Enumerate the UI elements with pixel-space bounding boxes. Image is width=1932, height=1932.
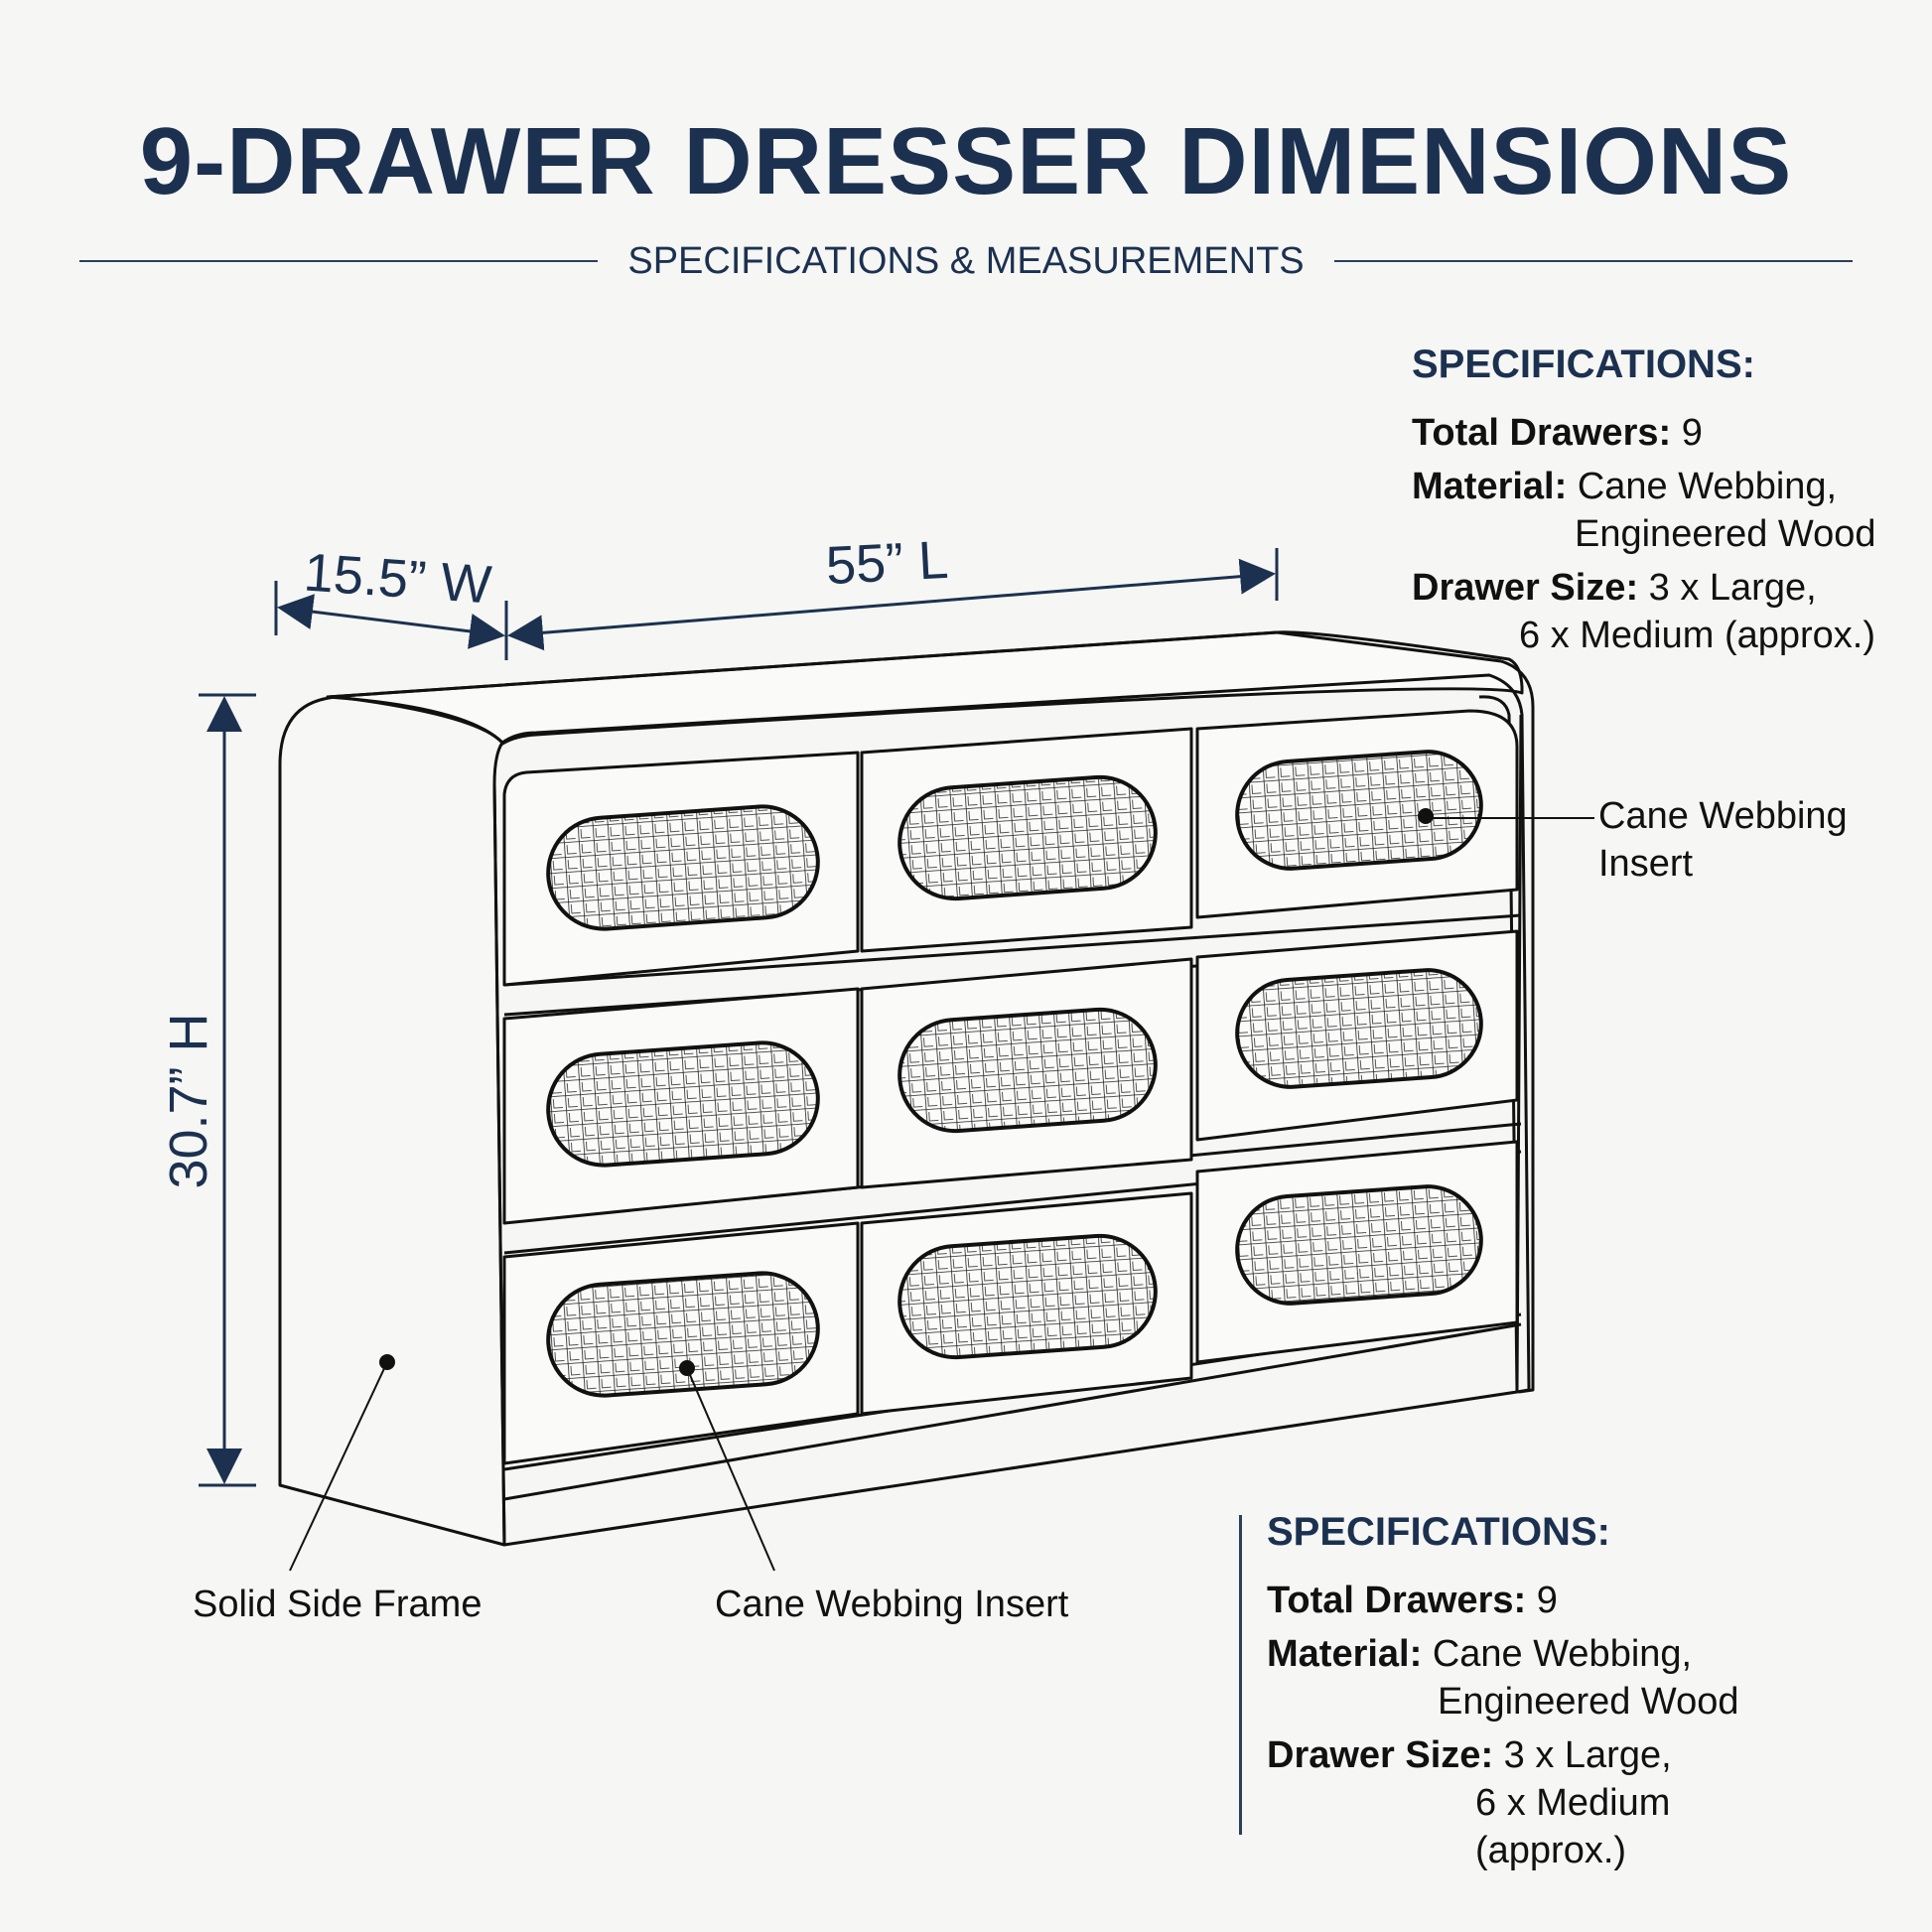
specs-top-drawers-key: Total Drawers: xyxy=(1412,412,1672,454)
specs-bottom-heading: SPECIFICATIONS: xyxy=(1267,1510,1610,1554)
specs-bottom-size-value: 3 x Large, xyxy=(1503,1734,1672,1776)
height-dimension-label: 30.7” H xyxy=(159,1013,218,1189)
cane-insert-1 xyxy=(546,804,820,931)
page-title: 9-DRAWER DRESSER DIMENSIONS xyxy=(139,108,1793,214)
specs-bottom-size-value-2: 6 x Medium (approx.) xyxy=(1475,1782,1671,1871)
specifications-bottom: SPECIFICATIONS: Total Drawers: 9 Materia… xyxy=(1267,1507,1823,1880)
dresser-front-frame xyxy=(492,714,1523,1547)
specs-bottom-drawers-key: Total Drawers: xyxy=(1267,1580,1527,1621)
specs-bottom-drawers: Total Drawers: 9 xyxy=(1267,1577,1823,1624)
cane-insert-7 xyxy=(546,1271,820,1398)
specs-bottom-material-value: Cane Webbing, xyxy=(1432,1633,1693,1675)
length-dimension-line xyxy=(507,558,1276,651)
specs-top-size: Drawer Size: 3 x Large, 6 x Medium (appr… xyxy=(1412,564,1908,659)
cane-bottom-dot xyxy=(679,1360,695,1376)
specs-top-heading: SPECIFICATIONS: xyxy=(1412,343,1755,386)
width-dimension-label: 15.5” W xyxy=(302,542,493,616)
cane-insert-3 xyxy=(1235,750,1483,871)
callout-solid-side-frame: Solid Side Frame xyxy=(193,1584,483,1625)
subtitle-rule-left xyxy=(79,260,599,262)
specs-top-drawers-value: 9 xyxy=(1681,412,1703,454)
specs-bottom-divider xyxy=(1239,1515,1242,1835)
cane-top-dot xyxy=(1418,808,1434,824)
specs-top-size-value-2: 6 x Medium (approx.) xyxy=(1519,615,1876,656)
specs-top-size-value: 3 x Large, xyxy=(1648,567,1817,609)
specs-bottom-material: Material: Cane Webbing, Engineered Wood xyxy=(1267,1630,1823,1725)
cane-insert-6 xyxy=(1235,968,1483,1089)
specs-top-size-key: Drawer Size: xyxy=(1412,567,1639,609)
specs-bottom-drawers-value: 9 xyxy=(1536,1580,1558,1621)
side-frame-leader xyxy=(289,1361,388,1572)
cane-insert-2 xyxy=(897,774,1158,901)
width-dimension-line xyxy=(277,594,505,649)
cane-bottom-leader xyxy=(686,1367,775,1572)
cane-insert-9 xyxy=(1235,1184,1483,1306)
specs-top-material-value: Cane Webbing, xyxy=(1577,466,1838,507)
specs-bottom-material-value-2: Engineered Wood xyxy=(1438,1681,1739,1723)
cane-insert-8 xyxy=(897,1233,1158,1360)
cane-insert-4 xyxy=(546,1040,820,1168)
specs-top-material-value-2: Engineered Wood xyxy=(1575,513,1876,555)
specs-bottom-material-key: Material: xyxy=(1267,1633,1423,1675)
callout-cane-webbing-top: Cane Webbing Insert xyxy=(1598,795,1848,885)
callout-cane-webbing-bottom: Cane Webbing Insert xyxy=(715,1584,1069,1625)
specifications-top: SPECIFICATIONS: Total Drawers: 9 Materia… xyxy=(1412,340,1908,665)
specs-bottom-size: Drawer Size: 3 x Large, 6 x Medium (appr… xyxy=(1267,1731,1823,1874)
page-subtitle: SPECIFICATIONS & MEASUREMENTS xyxy=(627,239,1305,282)
specs-top-material: Material: Cane Webbing, Engineered Wood xyxy=(1412,463,1908,558)
length-dimension-label: 55” L xyxy=(824,529,950,597)
cane-insert-5 xyxy=(897,1007,1158,1134)
specs-bottom-size-key: Drawer Size: xyxy=(1267,1734,1494,1776)
specs-top-material-key: Material: xyxy=(1412,466,1568,507)
subtitle-rule-right xyxy=(1333,260,1853,262)
specs-top-drawers: Total Drawers: 9 xyxy=(1412,409,1908,457)
dresser-side-panel xyxy=(278,695,506,1547)
subtitle-row: SPECIFICATIONS & MEASUREMENTS xyxy=(79,236,1853,286)
dresser-right-corner xyxy=(1500,659,1535,1394)
dresser-top-edge xyxy=(327,630,1502,699)
side-frame-dot xyxy=(379,1354,395,1370)
